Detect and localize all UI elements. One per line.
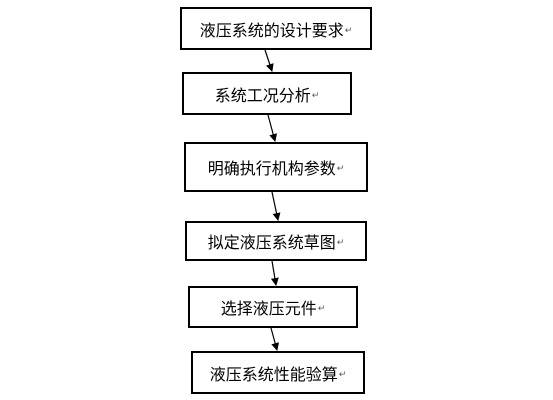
paragraph-mark-icon: ↵ — [317, 304, 326, 314]
step-system-sketch: 拟定液压系统草图↵ — [185, 221, 367, 261]
paragraph-mark-icon: ↵ — [336, 164, 345, 174]
step-performance-check: 液压系统性能验算↵ — [191, 351, 365, 394]
step-design-requirements: 液压系统的设计要求↵ — [180, 7, 372, 50]
step-select-components: 选择液压元件↵ — [188, 286, 358, 328]
arrow-3 — [271, 191, 281, 221]
arrow-5 — [270, 327, 280, 351]
step-working-condition-analysis: 系统工况分析↵ — [182, 72, 352, 115]
step-actuator-parameters: 明确执行机构参数↵ — [184, 142, 368, 192]
step-label: 液压系统性能验算 — [209, 364, 338, 384]
step-label: 液压系统的设计要求 — [199, 20, 344, 40]
step-label: 明确执行机构参数 — [207, 159, 336, 178]
step-label: 系统工况分析 — [214, 85, 311, 105]
step-label: 选择液压元件 — [220, 299, 317, 318]
arrow-4 — [270, 260, 279, 286]
paragraph-mark-icon: ↵ — [311, 90, 320, 101]
step-label: 拟定液压系统草图 — [207, 233, 336, 252]
arrow-1 — [264, 49, 274, 72]
paragraph-mark-icon: ↵ — [344, 25, 353, 36]
paragraph-mark-icon: ↵ — [338, 369, 347, 380]
arrow-2 — [267, 114, 278, 142]
paragraph-mark-icon: ↵ — [336, 238, 345, 248]
